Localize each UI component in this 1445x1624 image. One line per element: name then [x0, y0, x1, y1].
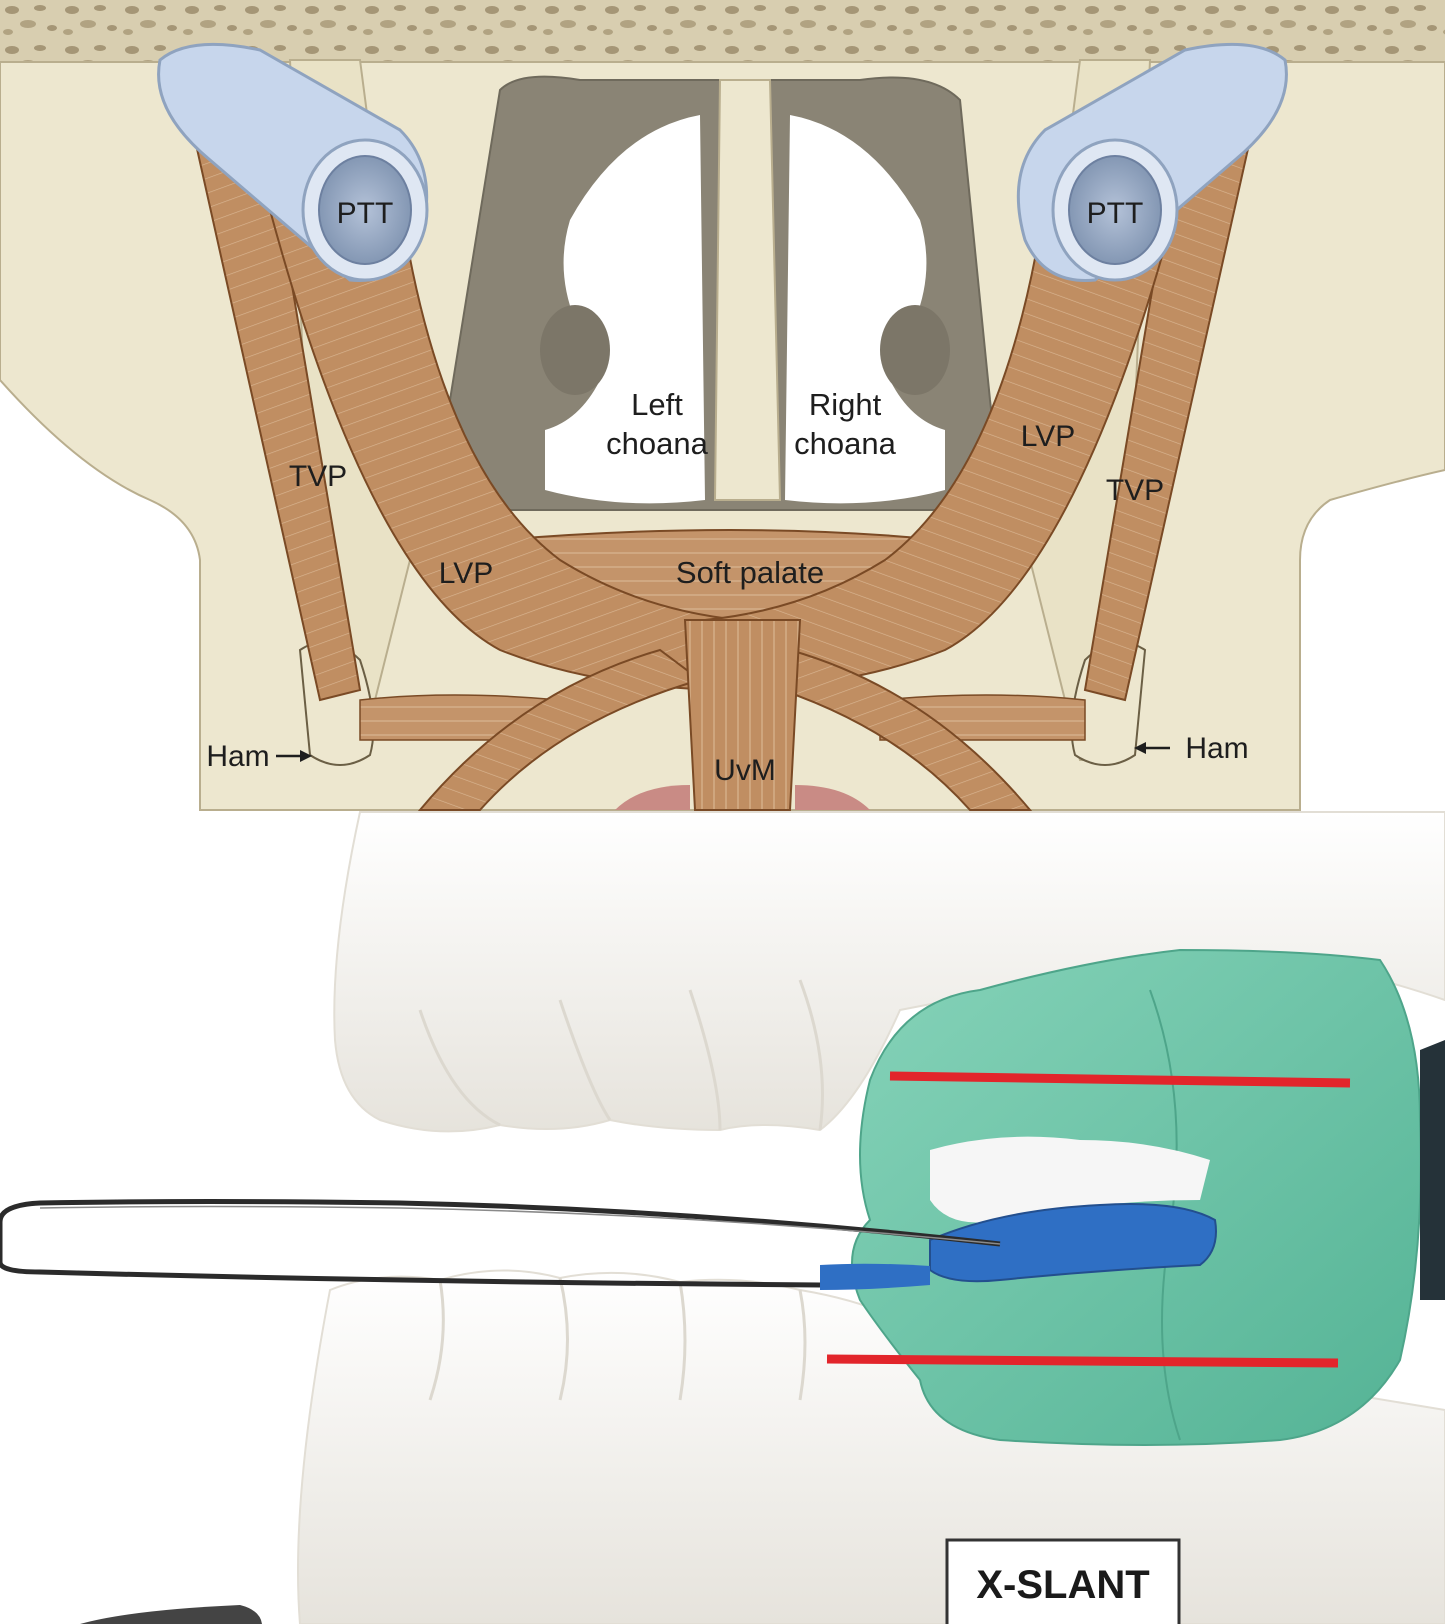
label-ptt-left: PTT	[337, 197, 394, 230]
left-ham-arrow	[276, 750, 312, 762]
right-ham-arrow	[1134, 742, 1170, 754]
label-right-choana-line2: choana	[794, 426, 896, 461]
xslant-badge-frame	[945, 1538, 1181, 1624]
dental-model-panel: X-SLANT	[0, 811, 1445, 1624]
lower-guide-line	[826, 1354, 1339, 1368]
upper-guide-line	[889, 1071, 1351, 1088]
wire-loop	[0, 1199, 1001, 1288]
anatomy-panel: PTT PTT Left choana Right choana TVP TVP…	[0, 0, 1445, 811]
left-eustachian-tube	[157, 42, 429, 282]
label-ham-left: Ham	[206, 740, 269, 773]
label-lvp-left: LVP	[439, 557, 493, 590]
uvula-muscle	[683, 619, 802, 811]
label-right-choana-line1: Right	[809, 387, 882, 422]
right-choana-opening	[785, 115, 945, 504]
label-ham-right: Ham	[1185, 732, 1248, 765]
right-eustachian-tube	[1016, 42, 1288, 282]
left-choana-opening	[545, 115, 705, 504]
label-lvp-right: LVP	[1021, 420, 1075, 453]
label-tvp-left: TVP	[289, 460, 347, 493]
label-tvp-right: TVP	[1106, 474, 1164, 507]
lower-dental-arch	[297, 1269, 1445, 1624]
label-left-choana-line1: Left	[631, 387, 683, 422]
label-soft-palate: Soft palate	[676, 555, 824, 590]
label-ptt-right: PTT	[1087, 197, 1144, 230]
bite-block	[929, 1203, 1217, 1283]
label-left-choana-line2: choana	[606, 426, 708, 461]
xslant-badge-text: X-SLANT	[976, 1563, 1149, 1607]
label-uvm: UvM	[714, 754, 776, 787]
nasal-septum	[713, 79, 782, 501]
